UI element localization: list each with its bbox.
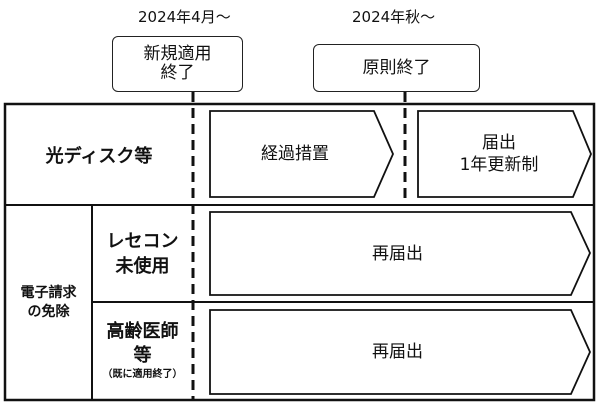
row-label-receipt: レセコン 未使用 xyxy=(92,205,193,302)
group-label-line2: の免除 xyxy=(27,303,70,320)
arrow-renewal-line1: 届出 xyxy=(482,133,516,153)
row-label-elderly-line1: 高齢医師 xyxy=(106,321,179,342)
date-start: 2024年4月～ xyxy=(138,8,231,26)
callout-end: 原則終了 xyxy=(313,44,480,92)
arrow-receipt-refile xyxy=(209,211,591,296)
arrow-renewal xyxy=(417,110,592,198)
row-label-disc: 光ディスク等 xyxy=(45,145,153,167)
row-label-receipt-line2: 未使用 xyxy=(115,255,170,277)
arrow-transition xyxy=(209,110,394,198)
arrow-renewal-label: 届出 1年更新制 xyxy=(418,111,580,197)
callout-start-line1: 新規適用 xyxy=(143,44,212,64)
group-label-line1: 電子請求 xyxy=(20,284,77,301)
arrow-elderly-label: 再届出 xyxy=(372,342,423,362)
arrow-elderly-refile xyxy=(209,309,591,395)
arrow-renewal-line2: 1年更新制 xyxy=(459,155,539,175)
row-label-receipt-line1: レセコン xyxy=(106,230,179,252)
row-label-elderly-line2: 等 xyxy=(133,345,152,366)
row-label-elderly-note: （既に適用終了） xyxy=(102,369,183,380)
callout-start: 新規適用 終了 xyxy=(112,36,243,92)
table-frame xyxy=(3,102,596,402)
callout-start-line2: 終了 xyxy=(160,63,195,83)
row-label-elderly: 高齢医師 等 （既に適用終了） xyxy=(92,302,193,400)
group-label-exempt: 電子請求 の免除 xyxy=(5,205,92,400)
arrow-receipt-label: 再届出 xyxy=(372,243,423,264)
arrow-transition-label: 経過措置 xyxy=(261,144,329,164)
date-autumn: 2024年秋～ xyxy=(352,8,436,26)
